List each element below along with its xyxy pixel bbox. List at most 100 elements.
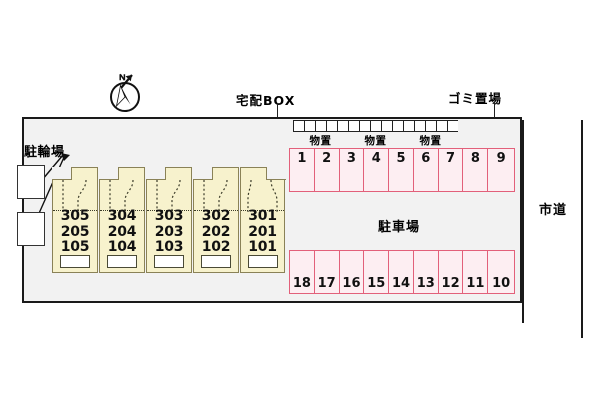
unit-floor3: 301 [248, 208, 277, 224]
storage-cell [425, 120, 436, 132]
unit-entrance [107, 255, 137, 268]
parking-stall[interactable]: 13 [414, 251, 439, 293]
unit-numbers: 305 205 105 [53, 208, 97, 256]
storage-label: 物置 [419, 135, 442, 147]
storage-cell [414, 120, 425, 132]
storage-cell [359, 120, 370, 132]
parking-lot-label: 駐車場 [378, 220, 421, 235]
delivery-box-leader [277, 103, 279, 121]
unit-interior-dashes [109, 180, 134, 212]
parking-stall[interactable]: 16 [340, 251, 365, 293]
unit-notch [192, 166, 213, 180]
unit-column-305[interactable]: 305 205 105 [51, 166, 98, 273]
trash-area-leader [494, 102, 496, 118]
parking-stall[interactable]: 5 [389, 149, 414, 191]
unit-notch [98, 166, 119, 180]
unit-interior-dashes [156, 180, 181, 212]
storage-cell [326, 120, 337, 132]
storage-cell [392, 120, 403, 132]
unit-interior-dashes [247, 180, 278, 212]
storage-cell [381, 120, 392, 132]
road-outer-edge [581, 120, 583, 338]
storage-label: 物置 [364, 135, 387, 147]
apartment-building: 305 205 105 304 204 104 [51, 166, 286, 273]
unit-floor2: 203 [154, 223, 184, 240]
parking-stall[interactable]: 10 [492, 276, 511, 291]
unit-divider [147, 210, 191, 211]
parking-stall[interactable]: 17 [315, 251, 340, 293]
unit-divider [100, 210, 144, 211]
unit-divider [53, 210, 97, 211]
storage-cell [304, 120, 315, 132]
parking-stall[interactable]: 8 [463, 149, 489, 191]
parking-stall[interactable]: 12 [439, 251, 464, 293]
compass-rose [110, 73, 144, 116]
unit-floor2: 204 [107, 223, 137, 240]
unit-floor1: 105 [60, 239, 90, 255]
bicycle-stall-1 [17, 165, 45, 199]
storage-cell [370, 120, 381, 132]
bicycle-stall-2 [17, 212, 45, 246]
storage-group-3: 物置 [403, 120, 458, 147]
parking-row-top: 1 2 3 4 5 6 7 8 9 [289, 148, 515, 192]
trash-area-label: ゴミ置場 [448, 91, 503, 106]
storage-label: 物置 [309, 135, 332, 147]
unit-floor1: 101 [248, 239, 277, 255]
unit-entrance [201, 255, 231, 268]
parking-stall[interactable]: 1 [290, 149, 315, 191]
unit-divider [241, 210, 284, 211]
storage-cell [337, 120, 348, 132]
unit-floor1: 104 [107, 239, 137, 255]
storage-group-1: 物置 [293, 120, 348, 147]
unit-floor3: 304 [107, 208, 137, 224]
delivery-box-label: 宅配BOX [236, 93, 296, 108]
unit-interior-dashes [203, 180, 228, 212]
unit-floor2: 201 [248, 223, 277, 240]
compass-needle-icon [115, 84, 131, 108]
unit-entrance [248, 255, 278, 268]
storage-cell [348, 120, 359, 132]
unit-numbers: 303 203 103 [147, 208, 191, 256]
unit-entrance [154, 255, 184, 268]
storage-cell [293, 120, 304, 132]
unit-floor3: 305 [60, 208, 90, 224]
unit-entrance [60, 255, 90, 268]
parking-stall[interactable]: 9 [496, 151, 506, 166]
unit-column-303[interactable]: 303 203 103 [145, 166, 192, 273]
unit-floor3: 303 [154, 208, 184, 224]
parking-stall[interactable]: 14 [389, 251, 414, 293]
unit-numbers: 301 201 101 [241, 208, 284, 256]
parking-stall[interactable]: 7 [439, 149, 464, 191]
unit-column-301[interactable]: 301 201 101 [240, 166, 286, 273]
parking-stall[interactable]: 2 [315, 149, 340, 191]
unit-numbers: 302 202 102 [194, 208, 238, 256]
unit-column-302[interactable]: 302 202 102 [192, 166, 239, 273]
parking-row-bottom: 18 17 16 15 14 13 12 11 10 [289, 250, 515, 294]
unit-notch [145, 166, 166, 180]
north-arrow-icon [119, 73, 133, 89]
parking-stall[interactable]: 3 [340, 149, 365, 191]
unit-floor2: 205 [60, 223, 90, 240]
bicycle-parking-label: 駐輪場 [24, 145, 65, 160]
storage-cell [447, 120, 458, 132]
unit-floor3: 302 [201, 208, 231, 224]
storage-cell [403, 120, 414, 132]
parking-stall[interactable]: 15 [364, 251, 390, 293]
road-inner-edge [522, 120, 524, 323]
parking-stall[interactable]: 18 [290, 251, 315, 293]
road-label: 市道 [539, 203, 568, 218]
parking-stall[interactable]: 4 [364, 149, 390, 191]
unit-floor2: 202 [201, 223, 231, 240]
unit-interior-dashes [62, 180, 87, 212]
storage-group-2: 物置 [348, 120, 403, 147]
parking-stall[interactable]: 6 [414, 149, 439, 191]
unit-notch [265, 166, 286, 180]
storage-cell [436, 120, 447, 132]
unit-divider [194, 210, 238, 211]
unit-floor1: 102 [201, 239, 231, 255]
parking-stall[interactable]: 11 [463, 251, 489, 293]
unit-column-304[interactable]: 304 204 104 [98, 166, 145, 273]
unit-notch [51, 166, 72, 180]
storage-cell [315, 120, 326, 132]
